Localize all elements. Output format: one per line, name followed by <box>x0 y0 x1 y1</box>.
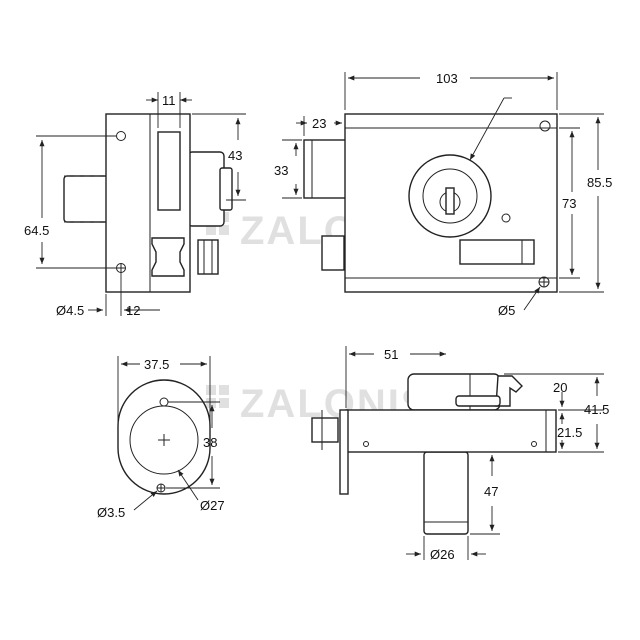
side-knob <box>151 237 185 277</box>
dim-front-d5: Ø5 <box>498 303 515 318</box>
dim-side-43: 43 <box>228 148 242 163</box>
dim-cyl-d27: Ø27 <box>200 498 225 513</box>
dim-front-33: 33 <box>274 163 288 178</box>
cylinder-view: 37.5 38 Ø3.5 Ø27 <box>97 356 225 520</box>
dim-front-23: 23 <box>312 116 326 131</box>
dim-top-51: 51 <box>384 347 398 362</box>
top-bolt <box>311 417 339 443</box>
watermark-logo-icon <box>206 385 229 408</box>
side-bolt <box>63 175 109 223</box>
dim-side-12: 12 <box>126 303 140 318</box>
dim-side-64-5: 64.5 <box>24 223 49 238</box>
top-view: 51 20 41.5 21.5 47 Ø26 <box>311 346 609 562</box>
side-slot <box>157 131 181 211</box>
dim-top-21-5: 21.5 <box>557 425 582 440</box>
dim-top-d26: Ø26 <box>430 547 455 562</box>
dim-front-73: 73 <box>562 196 576 211</box>
top-body <box>345 409 557 453</box>
side-knob-base <box>197 239 219 275</box>
side-hole-top <box>116 131 126 141</box>
side-view: 11 43 64.5 Ø4.5 12 <box>24 92 246 318</box>
dim-side-11: 11 <box>162 93 176 108</box>
front-cylinder-inner <box>422 168 478 224</box>
dim-top-47: 47 <box>484 484 498 499</box>
dim-side-d4-5: Ø4.5 <box>56 303 84 318</box>
dim-cyl-37-5: 37.5 <box>144 357 169 372</box>
front-bolt <box>303 139 347 199</box>
front-hole-top <box>539 120 551 132</box>
front-lever <box>321 235 345 271</box>
front-window <box>459 239 535 265</box>
dim-cyl-d3-5: Ø3.5 <box>97 505 125 520</box>
dim-top-41-5: 41.5 <box>584 402 609 417</box>
side-housing <box>187 151 225 227</box>
front-hole-mid <box>501 213 511 223</box>
dim-front-103: 103 <box>436 71 458 86</box>
dim-top-20: 20 <box>553 380 567 395</box>
front-keyway <box>445 187 455 215</box>
dim-cyl-38: 38 <box>203 435 217 450</box>
front-view: 103 23 33 73 85.5 Ø5 <box>274 71 612 318</box>
top-plate <box>339 409 349 495</box>
dim-front-85-5: 85.5 <box>587 175 612 190</box>
